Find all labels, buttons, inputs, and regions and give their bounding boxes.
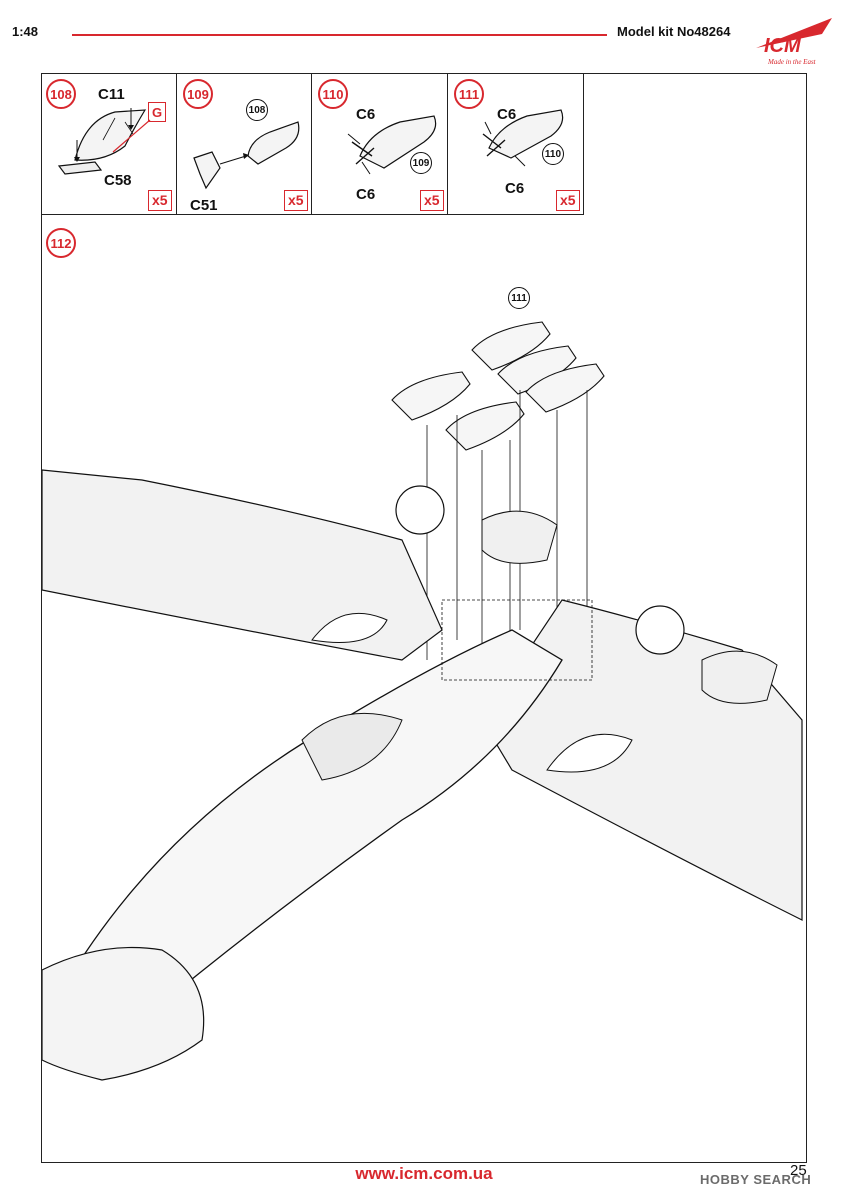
paint-code-g: G: [148, 102, 166, 122]
ref-step-111: 111: [508, 287, 530, 309]
step-number-110: 110: [318, 79, 348, 109]
part-label-c11: C11: [98, 86, 125, 103]
ref-step-110: 110: [542, 143, 564, 165]
website-url[interactable]: www.icm.com.ua: [355, 1164, 493, 1183]
instruction-frame: [41, 73, 807, 1163]
cell-divider: [176, 73, 177, 214]
scale-label: 1:48: [12, 24, 39, 39]
quantity-badge: x5: [556, 190, 580, 211]
ref-step-108: 108: [246, 99, 268, 121]
step-number-111: 111: [454, 79, 484, 109]
svg-text:Made in the East: Made in the East: [767, 58, 817, 66]
bomb-half-assembly-drawing: [57, 108, 151, 175]
bomb-rods-drawing: [347, 115, 437, 175]
page-number: 25: [790, 1162, 807, 1179]
step-number-108: 108: [46, 79, 76, 109]
ref-step-109: 109: [410, 152, 432, 174]
cell-divider: [447, 73, 448, 214]
quantity-badge: x5: [284, 190, 308, 211]
svg-text:ICM: ICM: [764, 35, 802, 57]
quantity-badge: x5: [420, 190, 444, 211]
part-label-c6-top: C6: [356, 106, 376, 123]
cell-divider: [311, 73, 312, 214]
part-label-c51: C51: [190, 197, 218, 214]
bomb-rods-drawing: [482, 109, 564, 167]
quantity-badge: x5: [148, 190, 172, 211]
cell-divider: [41, 214, 584, 215]
header-rule: [72, 34, 607, 36]
step-number-112: 112: [46, 228, 76, 258]
part-label-c58: C58: [104, 172, 132, 189]
part-label-c6-top: C6: [497, 106, 517, 123]
part-label-c6-bottom: C6: [505, 180, 525, 197]
bomb-tail-fin-drawing: [193, 121, 300, 190]
cell-divider: [583, 73, 584, 214]
kit-number: Model kit No48264: [617, 24, 731, 39]
step-number-109: 109: [183, 79, 213, 109]
part-label-c6-bottom: C6: [356, 186, 376, 203]
aircraft-underside-drawing: [42, 321, 803, 1081]
watermark: HOBBY SEARCH: [700, 1172, 812, 1187]
icm-logo: ICM Made in the East: [756, 18, 832, 66]
